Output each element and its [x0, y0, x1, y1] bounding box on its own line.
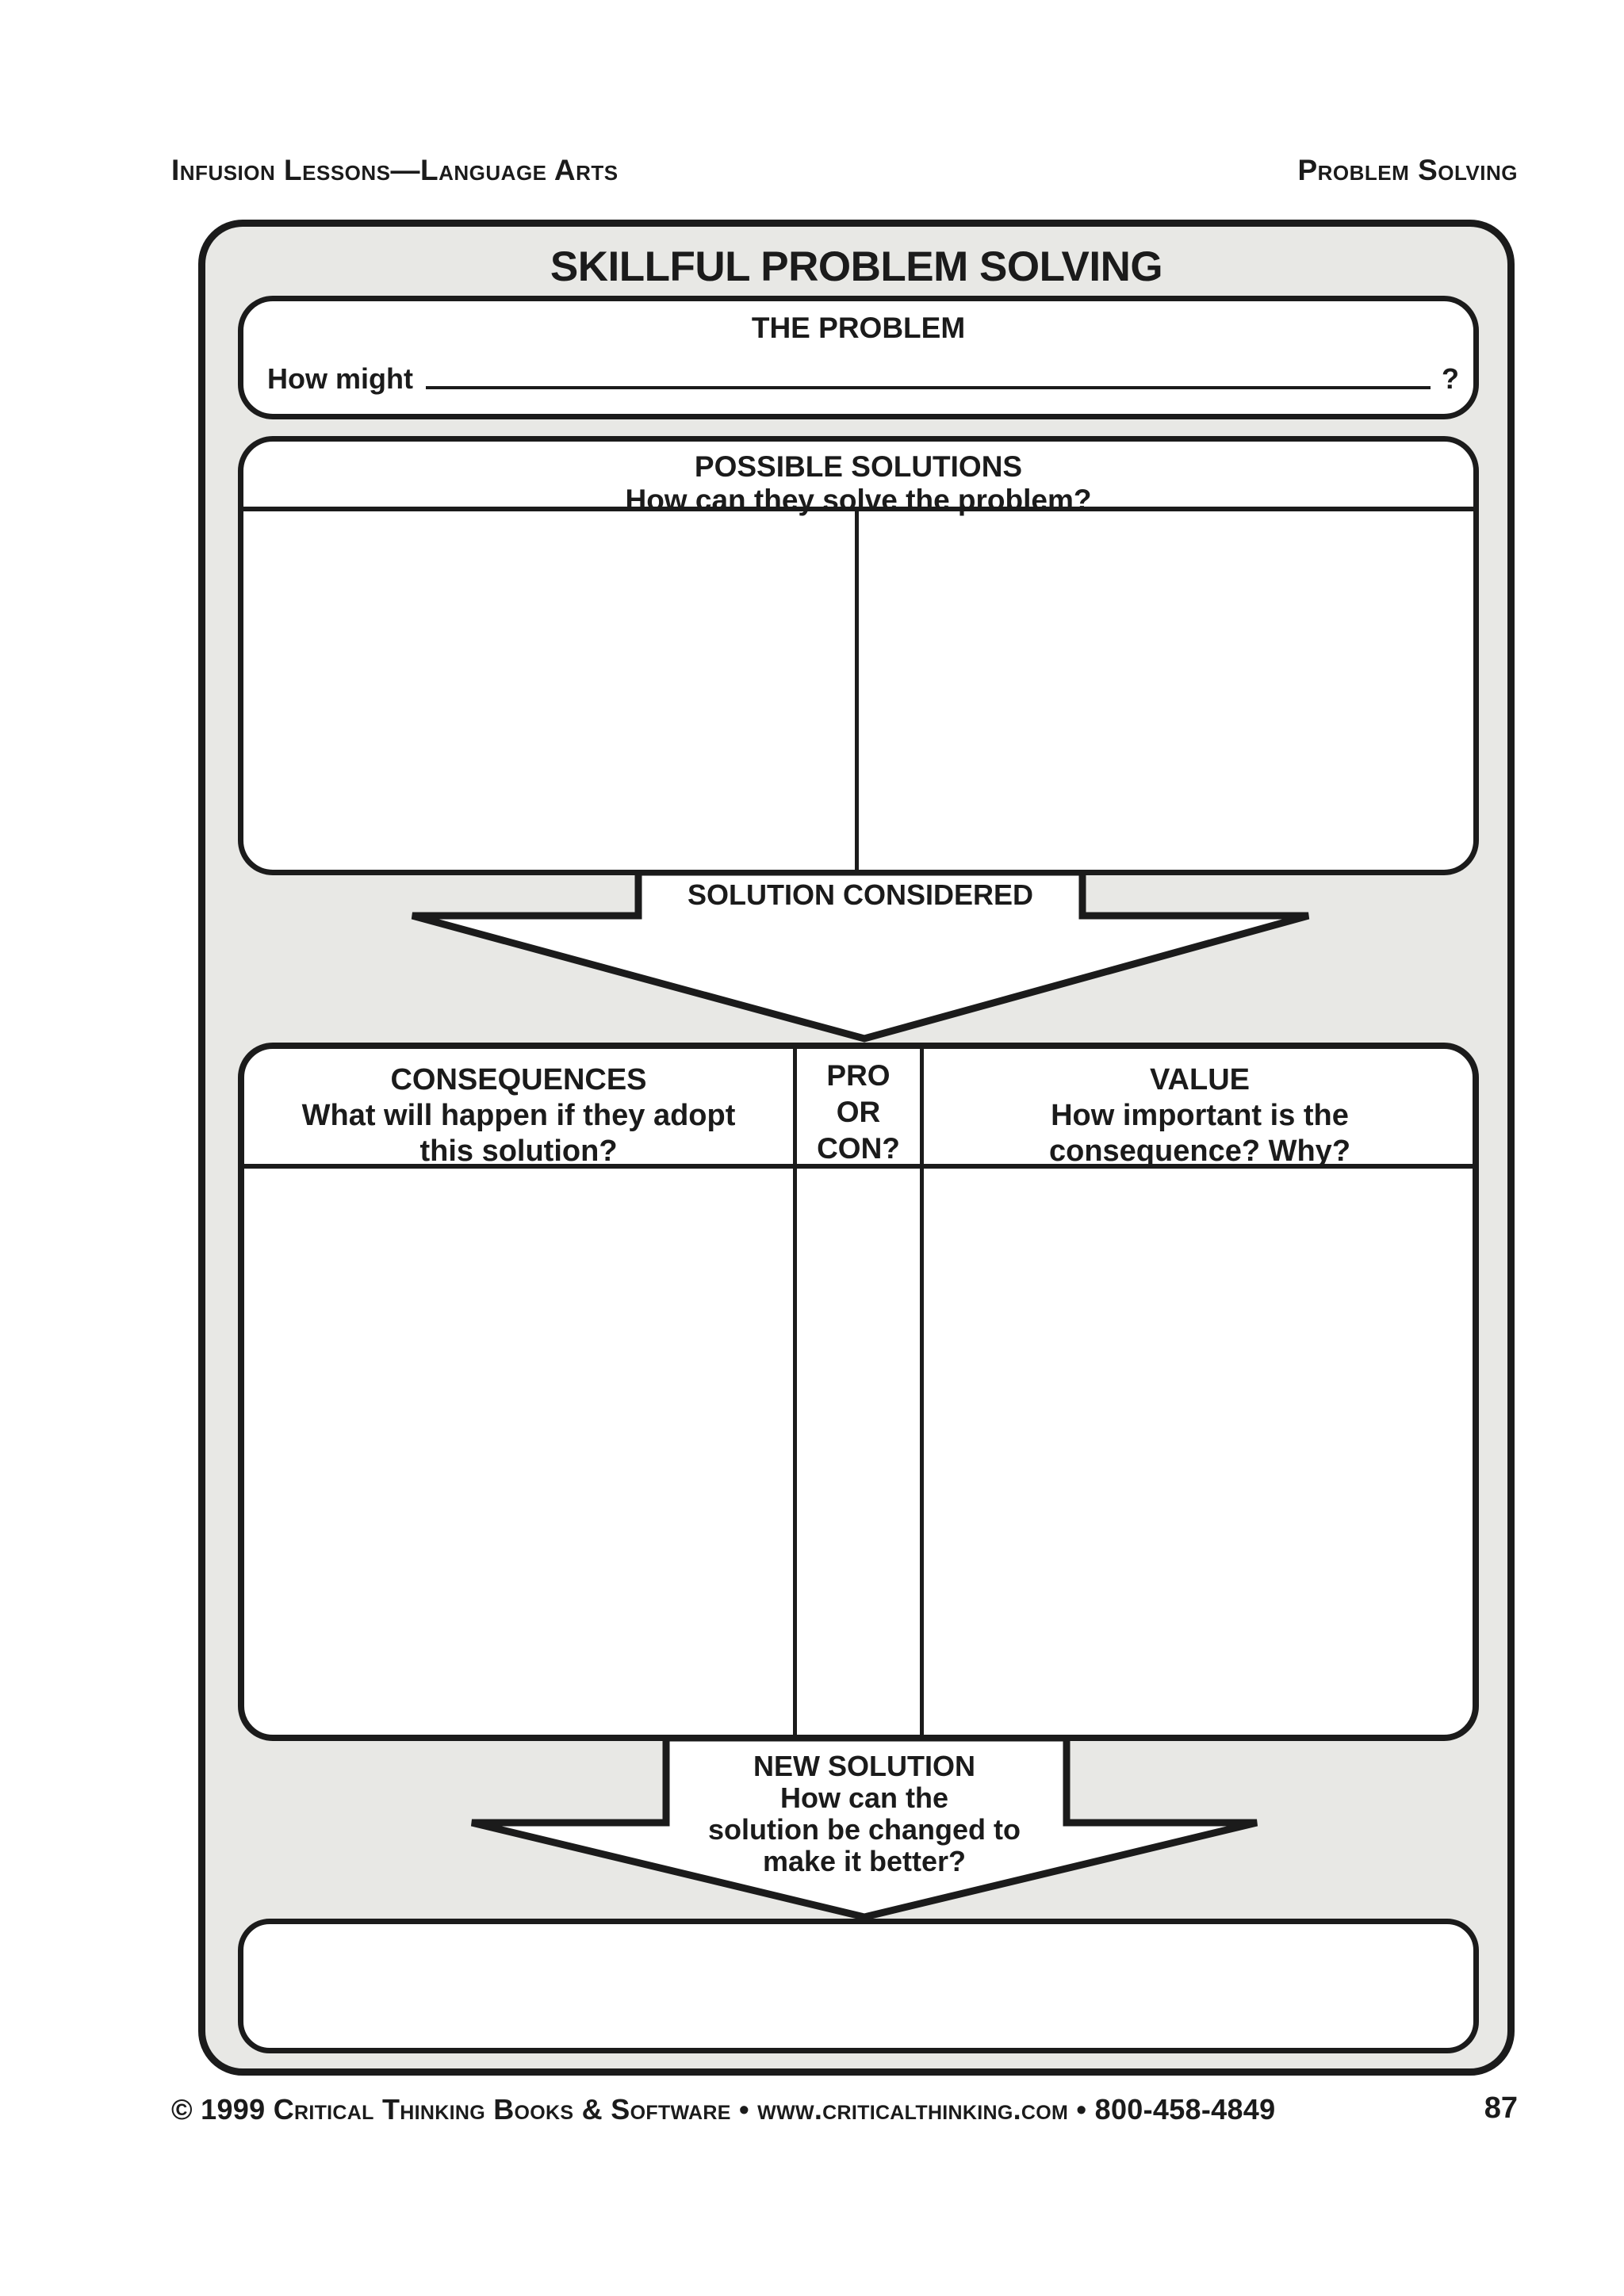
consequences-divider-right — [920, 1047, 924, 1737]
new-solution-line1: NEW SOLUTION — [753, 1750, 975, 1782]
pro-label: PRO — [826, 1059, 891, 1092]
final-solution-box[interactable] — [238, 1919, 1479, 2053]
new-solution-line2: How can the — [779, 1781, 949, 1814]
problem-prompt-row: How might ? — [267, 362, 1459, 396]
down-arrow-shape — [411, 868, 1310, 1043]
value-subheading-line2: consequence? Why? — [1048, 1135, 1351, 1168]
con-label: CON? — [817, 1132, 900, 1165]
problem-box: THE PROBLEM How might ? — [238, 296, 1479, 419]
consequences-subheading-line2: this solution? — [419, 1135, 618, 1168]
consequences-heading: CONSEQUENCES — [390, 1063, 647, 1096]
possible-solutions-cell-left[interactable] — [243, 516, 851, 870]
page-title: SKILLFUL PROBLEM SOLVING — [550, 243, 1163, 290]
possible-solutions-cell-right[interactable] — [863, 516, 1473, 870]
new-solution-label: NEW SOLUTION How can the solution be cha… — [547, 1751, 1182, 1877]
or-label: OR — [836, 1096, 881, 1128]
problem-question-mark: ? — [1442, 362, 1459, 395]
possible-solutions-heading: POSSIBLE SOLUTIONS — [694, 450, 1023, 483]
page-number: 87 — [1484, 2091, 1518, 2125]
value-subheading-line1: How important is the — [1051, 1099, 1349, 1132]
pro-or-con-cell[interactable] — [800, 1173, 917, 1728]
down-arrow-shape — [470, 1734, 1258, 1921]
new-solution-line3: solution be changed to — [708, 1813, 1021, 1846]
possible-solutions-header-separator — [239, 507, 1477, 511]
problem-heading: THE PROBLEM — [751, 312, 966, 344]
possible-solutions-column-divider — [855, 511, 859, 875]
problem-prompt-label: How might — [267, 362, 413, 395]
new-solution-arrow — [470, 1734, 1258, 1921]
value-column-header: VALUE How important is the consequence? … — [924, 1062, 1476, 1169]
consequences-divider-left — [793, 1047, 797, 1737]
footer-copyright: © 1999 Critical Thinking Books & Softwar… — [171, 2093, 1276, 2126]
solution-considered-label: SOLUTION CONSIDERED — [687, 878, 1034, 911]
new-solution-line4: make it better? — [762, 1845, 967, 1877]
consequences-subheading-line1: What will happen if they adopt — [301, 1099, 736, 1132]
consequences-column-header: CONSEQUENCES What will happen if they ad… — [244, 1062, 793, 1169]
problem-blank-line[interactable] — [425, 386, 1431, 389]
solution-considered-arrow — [411, 868, 1310, 1043]
consequences-header-separator — [241, 1164, 1476, 1169]
pro-or-con-column-header: PRO OR CON? — [793, 1058, 924, 1167]
value-heading: VALUE — [1150, 1063, 1250, 1096]
header-section-title: Problem Solving — [1297, 154, 1518, 186]
consequences-cell[interactable] — [244, 1173, 790, 1728]
value-cell[interactable] — [927, 1173, 1473, 1728]
consequences-box — [238, 1043, 1479, 1741]
header-book-title: Infusion Lessons—Language Arts — [171, 154, 619, 186]
